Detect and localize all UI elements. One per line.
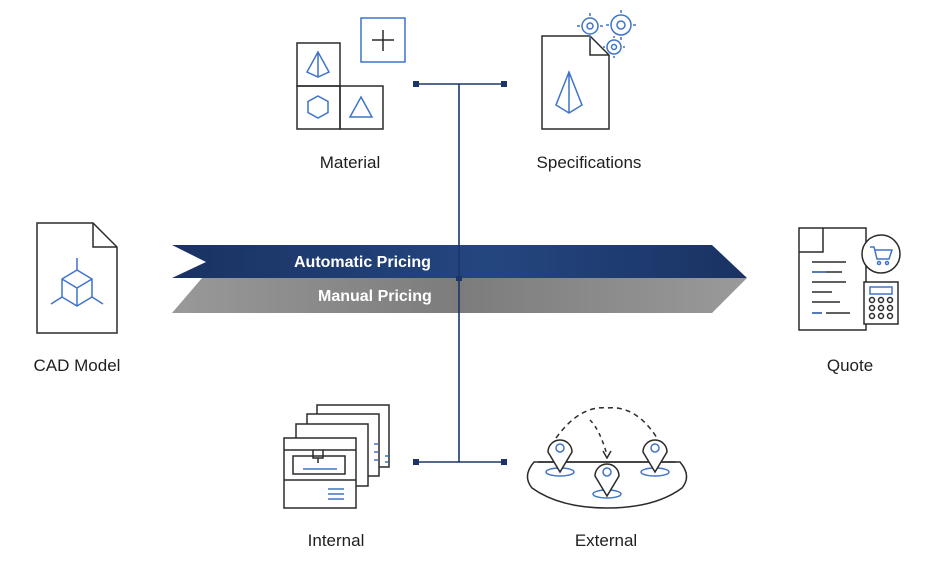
internal-label: Internal xyxy=(307,531,365,550)
connector-endpoints xyxy=(413,81,507,465)
quote-icon xyxy=(798,227,901,331)
connector-spine xyxy=(416,83,504,463)
internal-icon xyxy=(283,404,390,509)
cad-model-icon xyxy=(36,222,118,334)
external-label: External xyxy=(574,531,638,550)
specifications-label: Specifications xyxy=(536,153,642,172)
cad-model-label: CAD Model xyxy=(33,356,121,375)
external-icon xyxy=(526,407,688,509)
manual-pricing-label: Manual Pricing xyxy=(318,288,432,305)
material-label: Material xyxy=(319,153,381,172)
automatic-pricing-label: Automatic Pricing xyxy=(294,254,431,271)
quote-label: Quote xyxy=(826,356,874,375)
material-icon xyxy=(296,17,406,130)
specifications-icon xyxy=(541,10,636,130)
